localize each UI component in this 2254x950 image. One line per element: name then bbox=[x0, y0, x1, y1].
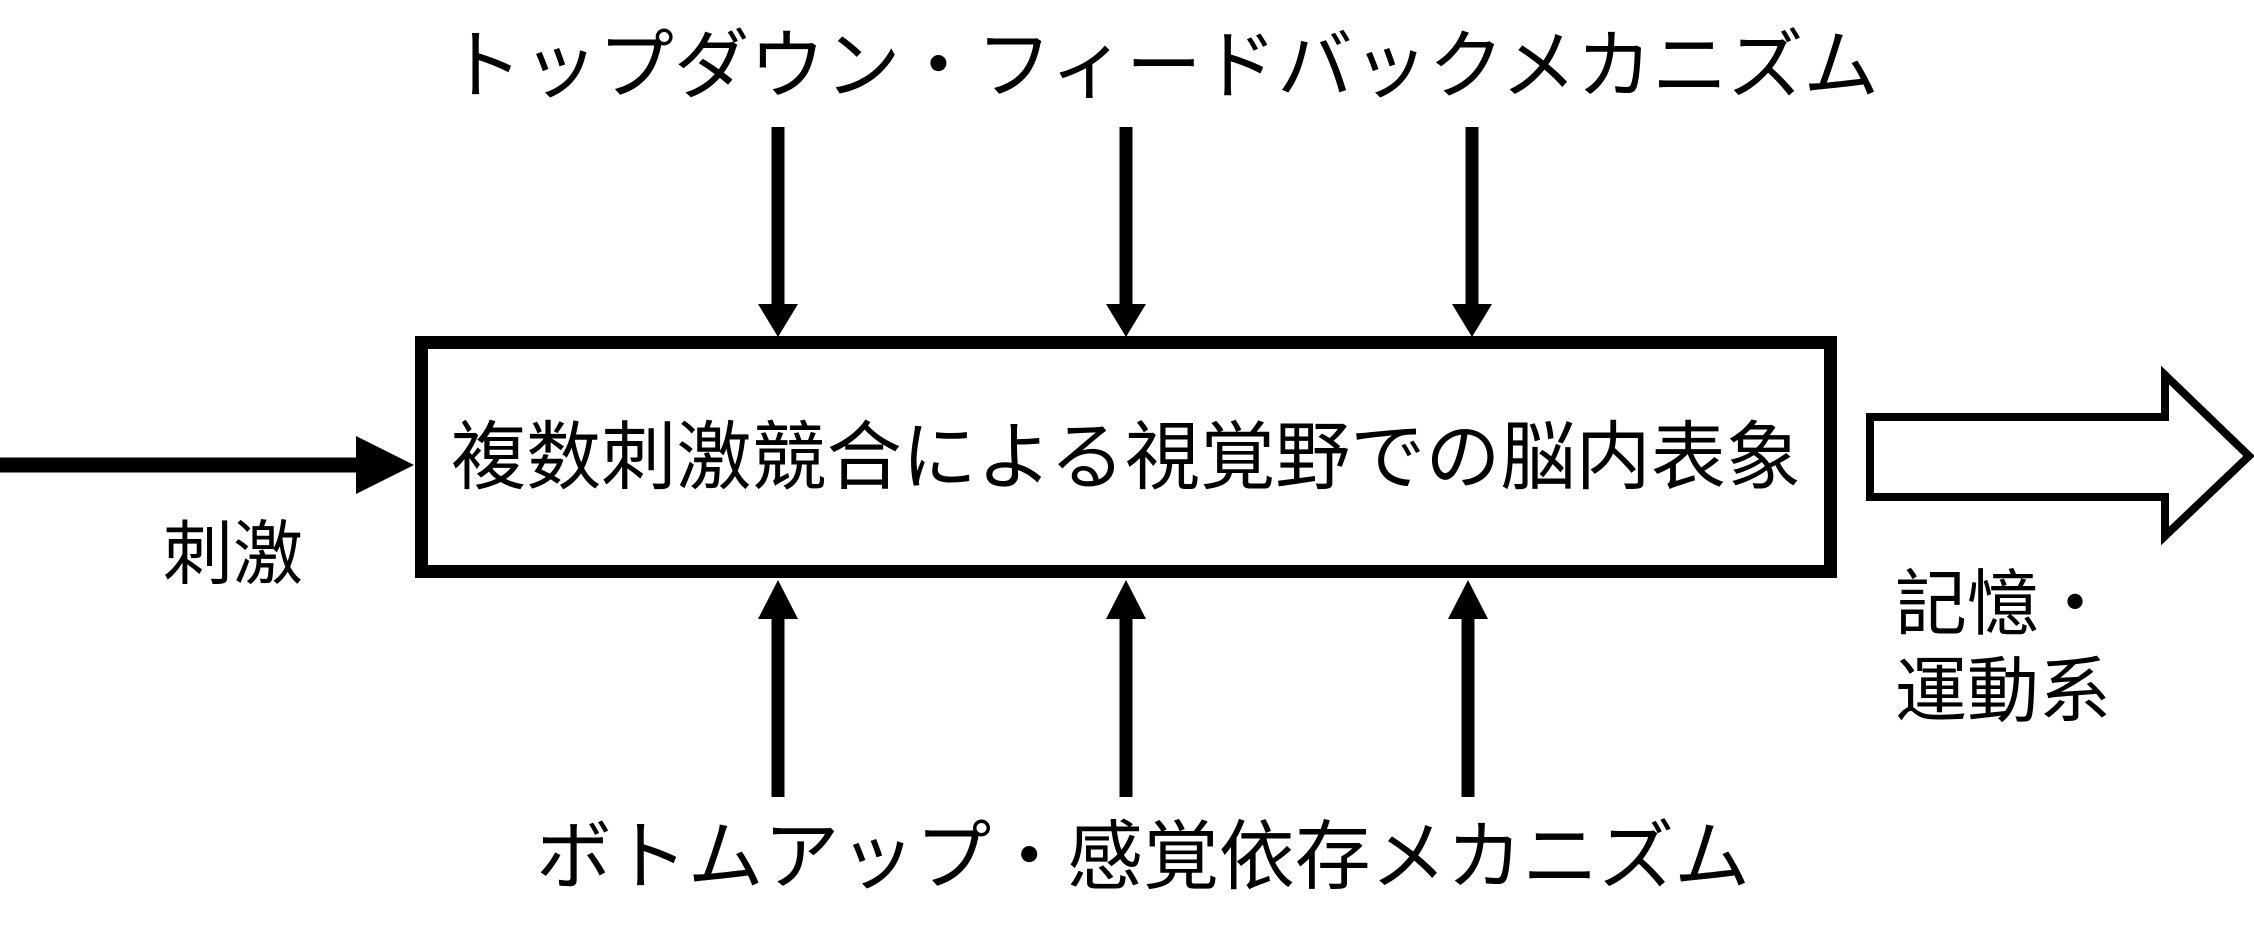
bottom-up-arrow-2 bbox=[1106, 580, 1146, 797]
bottom-up-arrow-1 bbox=[758, 580, 798, 797]
output-label-line2: 運動系 bbox=[1895, 649, 2111, 733]
stimulus-arrow bbox=[0, 436, 414, 494]
top-down-arrow-1-head bbox=[758, 304, 798, 337]
representation-box-label: 複数刺激競合による視覚野での脳内表象 bbox=[451, 413, 1801, 501]
stimulus-arrow-head bbox=[356, 436, 414, 494]
output-label-line1: 記憶・ bbox=[1895, 562, 2111, 646]
stimulus-label: 刺激 bbox=[163, 513, 303, 595]
bottom-up-arrow-3-head bbox=[1448, 580, 1488, 619]
top-down-arrow-2-head bbox=[1106, 304, 1146, 337]
top-down-arrow-3 bbox=[1452, 127, 1492, 337]
bottom-up-arrow-2-head bbox=[1106, 580, 1146, 619]
bottom-up-sensory-label: ボトムアップ・感覚依存メカニズム bbox=[536, 812, 1750, 901]
bottom-up-arrow-1-head bbox=[758, 580, 798, 619]
top-down-arrow-3-head bbox=[1452, 304, 1492, 337]
representation-box bbox=[415, 336, 1837, 578]
top-down-arrow-1 bbox=[758, 127, 798, 337]
output-block-arrow bbox=[1866, 365, 2254, 546]
top-down-feedback-label: トップダウン・フィードバックメカニズム bbox=[447, 21, 1879, 110]
top-down-arrow-2 bbox=[1106, 127, 1146, 337]
bottom-up-arrow-3 bbox=[1448, 580, 1488, 797]
